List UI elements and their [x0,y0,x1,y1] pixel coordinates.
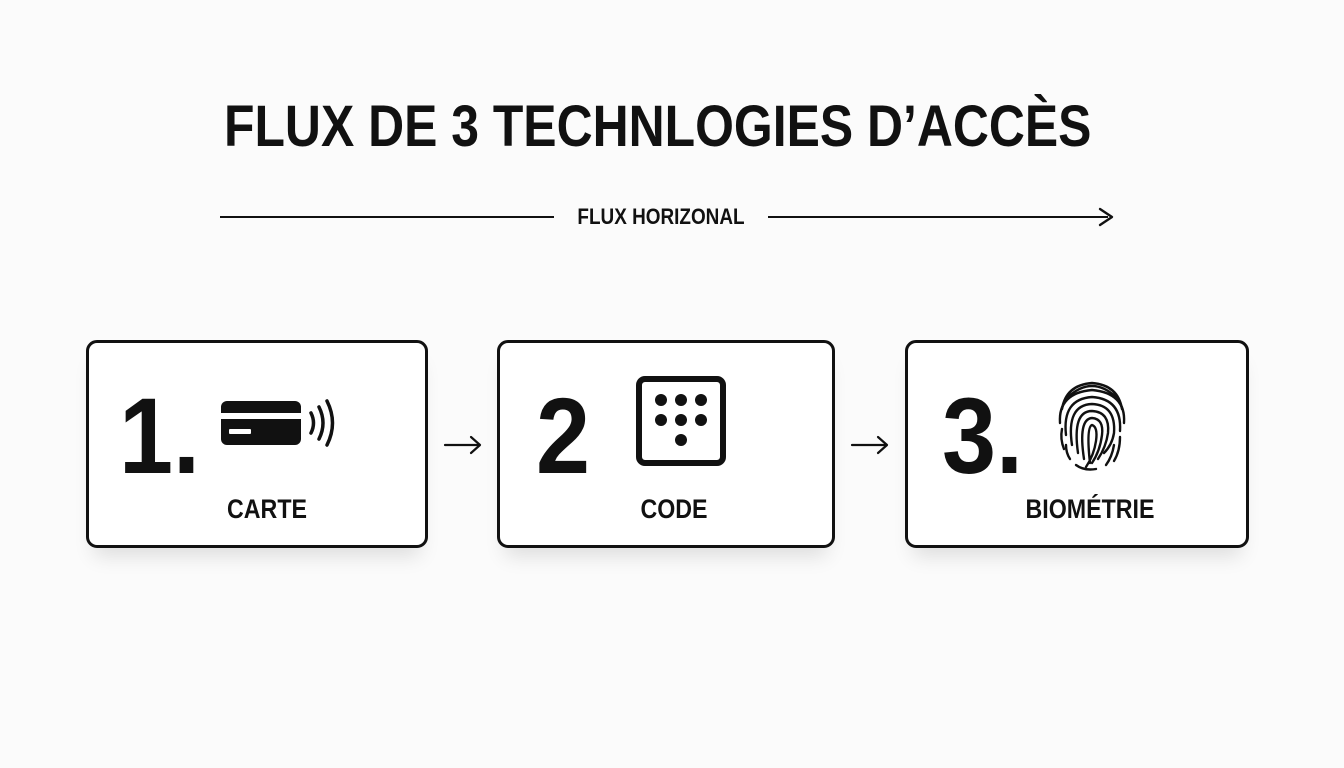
step-number: 3. [942,375,1024,496]
arrow-right-icon [850,435,889,455]
step-card-biometrie: 3. BIOMÉTRIE [905,340,1249,548]
arrow-right-icon [443,435,482,455]
step-number: 1. [119,375,201,496]
step-card-carte: 1. CARTE [86,340,428,548]
diagram-title: FLUX DE 3 TECHNLOGIES D’ACCÈS [224,94,1092,159]
flow-direction-indicator: FLUX HORIZONAL [220,200,1120,234]
flow-line-right [768,216,1108,218]
step-label: CODE [640,494,708,524]
arrow-right-icon [1098,207,1114,227]
step-label: CARTE [227,494,307,524]
flow-line-left [220,216,554,218]
step-label: BIOMÉTRIE [1025,494,1155,524]
step-card-code: 2 CODE [497,340,835,548]
fingerprint-icon [1058,381,1126,471]
flow-label: FLUX HORIZONAL [577,204,745,229]
contactless-card-icon [221,399,335,447]
keypad-icon [636,376,726,466]
step-number: 2 [536,375,591,496]
